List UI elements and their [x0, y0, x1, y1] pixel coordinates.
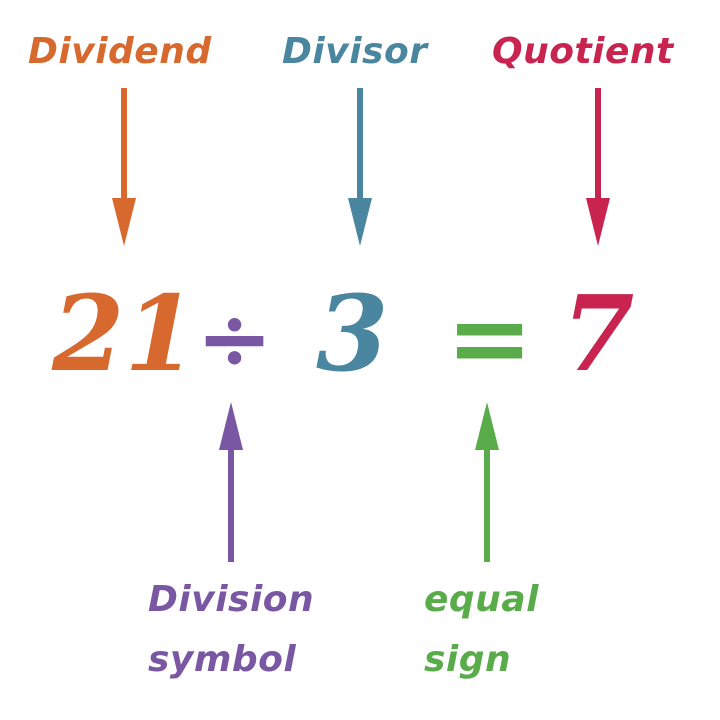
dividend-arrow — [112, 88, 136, 246]
dividend-label: Dividend — [28, 31, 212, 72]
division-symbol-label-line2: symbol — [148, 639, 297, 680]
equal-sign-label-line2: sign — [424, 639, 512, 680]
quotient-arrow — [586, 88, 610, 246]
quotient-number: 7 — [562, 272, 635, 395]
divisor-label: Divisor — [282, 31, 428, 72]
equal-sign-label-line1: equal — [424, 579, 539, 620]
division-symbol-label-line1: Division — [148, 579, 315, 620]
divisor-arrow — [348, 88, 372, 246]
division-operator: ÷ — [196, 284, 274, 392]
equals-operator: = — [446, 276, 534, 399]
equal-sign-arrow — [475, 402, 499, 562]
dividend-number: 21 — [52, 272, 197, 395]
quotient-label: Quotient — [492, 31, 674, 72]
division-symbol-arrow — [219, 402, 243, 562]
divisor-number: 3 — [316, 272, 389, 395]
